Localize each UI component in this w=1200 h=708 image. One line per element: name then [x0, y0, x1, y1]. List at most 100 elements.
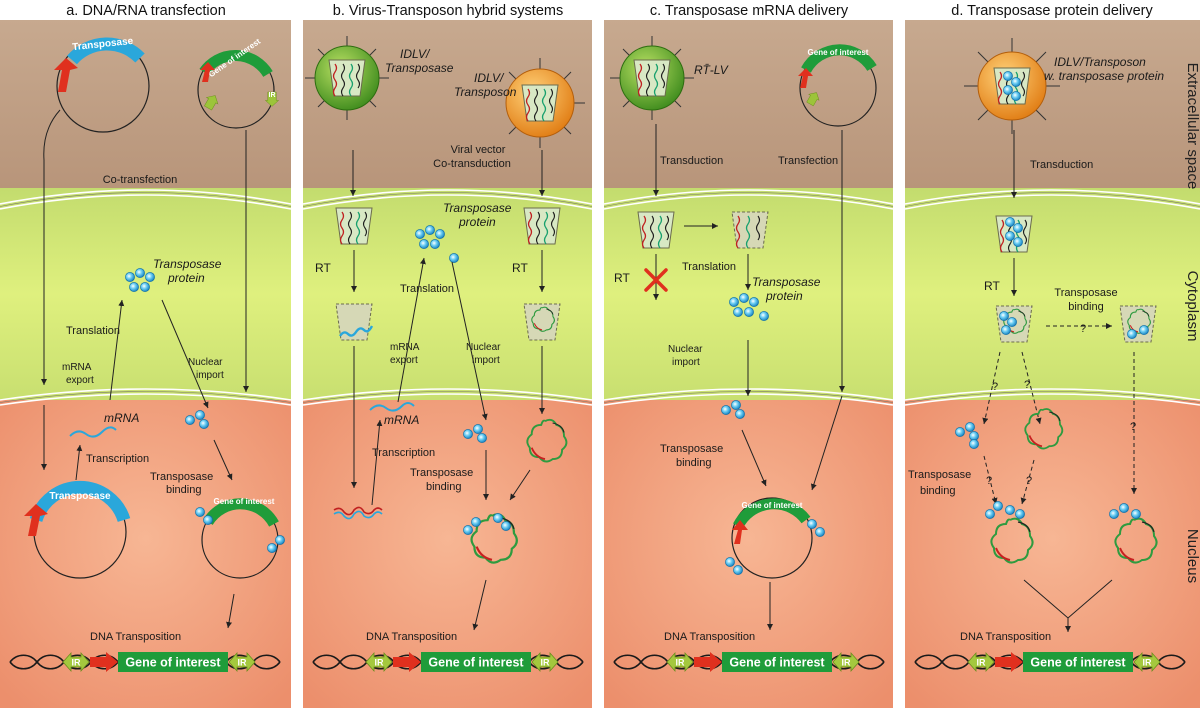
promoter-arrow-icon	[393, 652, 421, 672]
promoter-arrow-icon	[694, 652, 722, 672]
a-nuc-transposase-label: Transposase	[49, 491, 111, 502]
b-viral-1: Viral vector	[451, 144, 506, 156]
b-idlv-t-1: IDLV/	[400, 47, 431, 61]
d-binding-label-1: Transposase	[1054, 287, 1117, 299]
b-mrna-export-1: mRNA	[390, 342, 420, 353]
d-virus-orange	[964, 38, 1060, 134]
c-rt-label: RT	[614, 271, 630, 285]
a-dna-transposition-label: DNA Transposition	[90, 631, 181, 643]
d-idlv-2: w. transposase protein	[1044, 69, 1164, 83]
ir-label: IR	[269, 92, 276, 99]
a-transcription-label: Transcription	[86, 453, 149, 465]
b-idlv-tn-2: Transposon	[454, 85, 517, 99]
c-transfection-label: Transfection	[778, 155, 838, 167]
gene-of-interest-label: Gene of interest	[729, 656, 825, 670]
panel-d: IDLV/Transposon w. transposase protein T…	[908, 38, 1164, 643]
gene-box	[1023, 652, 1133, 672]
promoter-arrow-icon	[995, 652, 1023, 672]
b-virus-green	[305, 36, 389, 120]
c-plasmid-gene-label: Gene of interest	[808, 48, 869, 57]
construct-c: IR Gene of interest IR	[613, 651, 885, 673]
d-dna-transposition-label: DNA Transposition	[960, 631, 1051, 643]
blocked-cross-icon	[644, 268, 668, 292]
c-binding-label-1: Transposase	[660, 443, 723, 455]
d-binding-label-2: binding	[1068, 301, 1103, 313]
b-rt-2: RT	[512, 261, 528, 275]
a-nuclear-import-2: import	[196, 370, 224, 381]
b-virus-orange	[505, 58, 585, 148]
b-viral-2: Co-transduction	[433, 158, 511, 170]
panel-b: IDLV/ Transposase IDLV/ Transposon Viral…	[305, 36, 585, 643]
panel-d-title: d. Transposase protein delivery	[951, 3, 1153, 19]
gene-box	[421, 652, 531, 672]
c-nuclear-import-2: import	[672, 357, 700, 368]
b-transcription-label: Transcription	[372, 447, 435, 459]
gene-of-interest-label: Gene of interest	[125, 656, 221, 670]
d-question-6: ?	[1026, 475, 1032, 487]
ir-label: IR	[842, 658, 852, 668]
transposase-plasmid: Transposase	[54, 36, 150, 133]
a-protein-label-2: protein	[167, 271, 205, 285]
gene-box	[722, 652, 832, 672]
a-protein-label-1: Transposase	[153, 257, 222, 271]
d-question-5: ?	[986, 475, 992, 487]
b-nuclear-import-2: import	[472, 355, 500, 366]
d-transduction-label: Transduction	[1030, 159, 1093, 171]
a-binding-label-2: binding	[166, 484, 201, 496]
a-nuc-gene-label: Gene of interest	[214, 497, 275, 506]
c-dna-transposition-label: DNA Transposition	[664, 631, 755, 643]
a-mrna-label: mRNA	[104, 411, 139, 425]
promoter-arrow-icon	[90, 652, 118, 672]
region-extracellular: Extracellular space	[1184, 63, 1200, 190]
a-mrna-export-2: export	[66, 375, 94, 386]
region-cytoplasm: Cytoplasm	[1184, 271, 1200, 342]
b-dna-transposition-label: DNA Transposition	[366, 631, 457, 643]
d-binding-n-label-2: binding	[920, 485, 955, 497]
d-binding-n-label-1: Transposase	[908, 469, 971, 481]
panel-b-title: b. Virus-Transposon hybrid systems	[333, 3, 563, 19]
ir-label: IR	[72, 658, 82, 668]
panel-c: RT̄-LV Gene of interest Transduction Tra…	[610, 36, 877, 643]
c-transduction-label: Transduction	[660, 155, 723, 167]
ir-label: IR	[375, 658, 385, 668]
construct-a: IR Gene of interest IR	[9, 651, 281, 673]
ir-label: IR	[977, 658, 987, 668]
construct-b: IR Gene of interest IR	[312, 651, 584, 673]
b-rt-1: RT	[315, 261, 331, 275]
construct-d: IR Gene of interest IR	[914, 651, 1186, 673]
c-rt-lv-label: RT̄-LV	[694, 63, 729, 77]
ir-label: IR	[676, 658, 686, 668]
gene-of-interest-label: Gene of interest	[1030, 656, 1126, 670]
ir-label: IR	[1143, 658, 1153, 668]
d-idlv-1: IDLV/Transposon	[1054, 55, 1146, 69]
b-nuclear-import-1: Nuclear	[466, 342, 501, 353]
c-protein-label-2: protein	[765, 289, 803, 303]
ir-label: IR	[541, 658, 551, 668]
c-virus-green	[610, 36, 694, 120]
gene-box	[118, 652, 228, 672]
d-question-4: ?	[1130, 421, 1136, 433]
d-question-2: ?	[992, 381, 998, 393]
b-idlv-tn-1: IDLV/	[474, 71, 505, 85]
panel-c-title: c. Transposase mRNA delivery	[650, 3, 849, 19]
d-question-3: ?	[1024, 379, 1030, 391]
co-transfection-label: Co-transfection	[103, 174, 178, 186]
c-binding-label-2: binding	[676, 457, 711, 469]
b-binding-label-2: binding	[426, 481, 461, 493]
a-binding-label-1: Transposase	[150, 471, 213, 483]
c-nuc-gene-label: Gene of interest	[742, 501, 803, 510]
b-binding-label-1: Transposase	[410, 467, 473, 479]
c-translation-label: Translation	[682, 261, 736, 273]
b-mrna-label: mRNA	[384, 413, 419, 427]
b-idlv-t-2: Transposase	[385, 61, 454, 75]
b-protein-label-1: Transposase	[443, 201, 512, 215]
d-question-1: ?	[1080, 323, 1086, 335]
panel-a-title: a. DNA/RNA transfection	[66, 3, 226, 19]
ir-label: IR	[238, 658, 248, 668]
gene-of-interest-label: Gene of interest	[428, 656, 524, 670]
b-mrna-export-2: export	[390, 355, 418, 366]
c-protein-label-1: Transposase	[752, 275, 821, 289]
b-protein-label-2: protein	[458, 215, 496, 229]
